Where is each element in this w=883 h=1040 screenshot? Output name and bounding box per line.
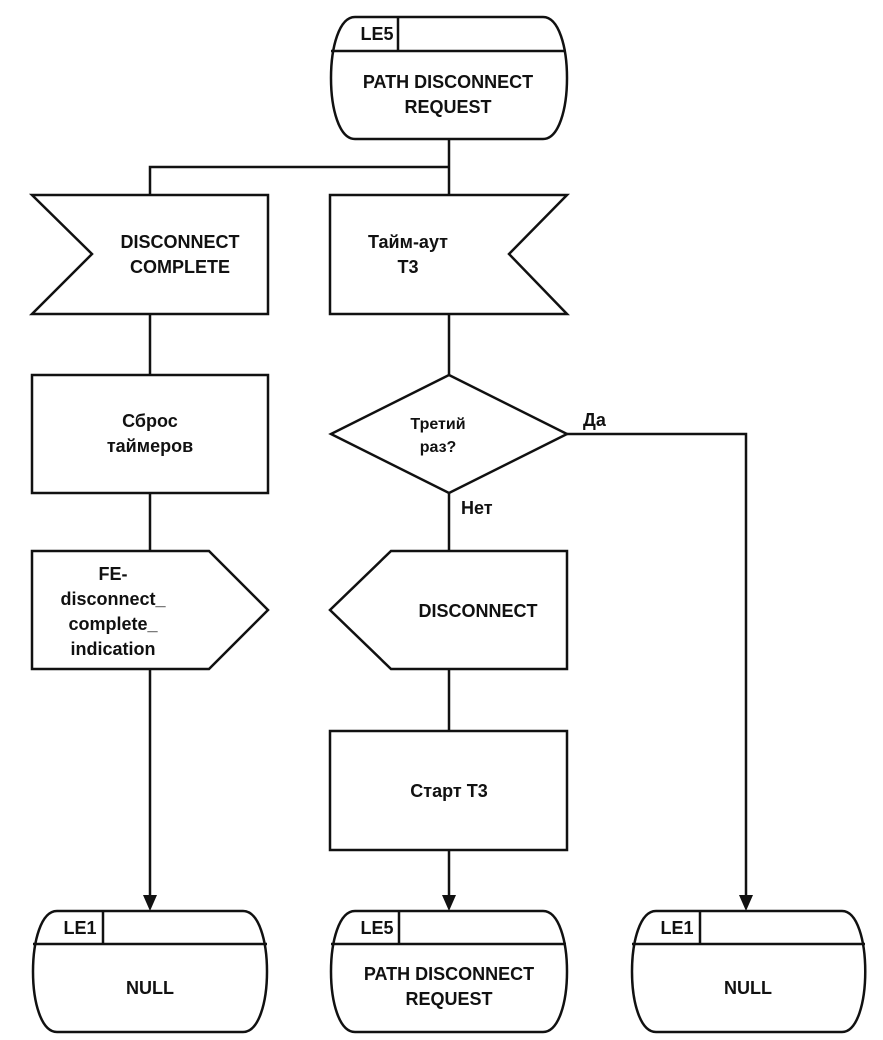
- state-name-line1: PATH DISCONNECT: [364, 964, 534, 984]
- state-id: LE1: [63, 918, 96, 938]
- decision-diamond: [328, 373, 570, 495]
- output-fe-disconnect-complete-indication: FE- disconnect_ complete_ indication: [30, 549, 270, 671]
- state-bottom-left: LE1 NULL: [31, 909, 269, 1034]
- output-disconnect: DISCONNECT: [328, 549, 569, 671]
- state-shape: [31, 909, 269, 1034]
- arrow-to-right-null: [739, 895, 753, 911]
- input-timeout-t3: Тайм-аут Т3: [328, 193, 570, 316]
- input-label-line2: COMPLETE: [130, 257, 230, 277]
- input-disconnect-complete: DISCONNECT COMPLETE: [28, 193, 270, 316]
- state-name-line1: NULL: [724, 978, 772, 998]
- input-label-line2: Т3: [397, 257, 418, 277]
- state-bottom-mid: LE5 PATH DISCONNECT REQUEST: [329, 909, 569, 1034]
- state-shape: [630, 909, 867, 1034]
- output-label-line3: complete_: [68, 614, 158, 634]
- task-reset-timers: Сброс таймеров: [30, 373, 270, 495]
- state-name-line1: PATH DISCONNECT: [363, 72, 533, 92]
- decision-third-time: Третий раз? Да Нет: [328, 373, 607, 518]
- input-signal-shape: [28, 193, 270, 316]
- output-label-line2: disconnect_: [60, 589, 166, 609]
- task-label-line1: Сброс: [122, 411, 178, 431]
- task-label-line2: таймеров: [107, 436, 193, 456]
- state-id: LE5: [360, 918, 393, 938]
- state-top: LE5 PATH DISCONNECT REQUEST: [329, 15, 569, 141]
- arrow-to-left-null: [143, 895, 157, 911]
- state-name-line2: REQUEST: [405, 989, 492, 1009]
- task-box: [328, 729, 569, 852]
- output-label-line1: FE-: [99, 564, 128, 584]
- output-label-line1: DISCONNECT: [418, 601, 537, 621]
- state-id: LE5: [360, 24, 393, 44]
- state-bottom-right: LE1 NULL: [630, 909, 867, 1034]
- connectors: [143, 139, 753, 911]
- state-shape: [329, 15, 569, 141]
- state-name-line1: NULL: [126, 978, 174, 998]
- output-label-line4: indication: [71, 639, 156, 659]
- task-start-t3: Старт Т3: [328, 729, 569, 852]
- connector-branch-left: [148, 165, 449, 195]
- decision-label-line2: раз?: [420, 439, 457, 456]
- arrow-to-mid-state: [442, 895, 456, 911]
- connector-decision-yes: [567, 432, 748, 903]
- task-box: [30, 373, 270, 495]
- input-label-line1: Тайм-аут: [368, 232, 448, 252]
- decision-no-label: Нет: [461, 498, 493, 518]
- state-id: LE1: [660, 918, 693, 938]
- input-signal-shape: [328, 193, 570, 316]
- decision-yes-label: Да: [583, 410, 607, 430]
- task-label-line1: Старт Т3: [410, 781, 487, 801]
- state-name-line2: REQUEST: [404, 97, 491, 117]
- output-signal-shape: [30, 549, 270, 671]
- decision-label-line1: Третий: [410, 416, 465, 433]
- output-signal-shape: [328, 549, 569, 671]
- input-label-line1: DISCONNECT: [120, 232, 239, 252]
- state-shape: [329, 909, 569, 1034]
